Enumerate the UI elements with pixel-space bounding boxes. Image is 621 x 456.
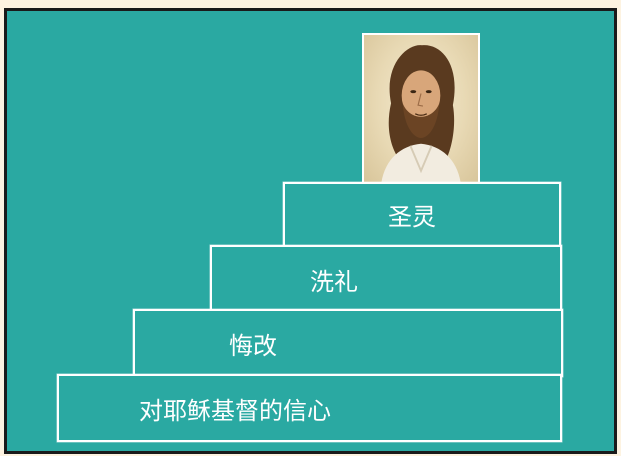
step-label-repentance: 悔改	[229, 332, 277, 360]
jesus-portrait-illustration	[381, 45, 461, 183]
step-label-baptism: 洗礼	[310, 268, 358, 296]
step-label-faith: 对耶稣基督的信心	[139, 397, 331, 425]
step-holy-ghost: 圣灵	[283, 182, 561, 249]
portrait-image	[362, 33, 480, 185]
chalkboard-background: 圣灵 洗礼 悔改 对耶稣基督的信心	[4, 8, 617, 454]
step-label-holy-ghost: 圣灵	[388, 203, 436, 231]
step-baptism: 洗礼	[210, 245, 562, 313]
step-repentance: 悔改	[133, 309, 563, 377]
step-faith: 对耶稣基督的信心	[57, 374, 562, 442]
